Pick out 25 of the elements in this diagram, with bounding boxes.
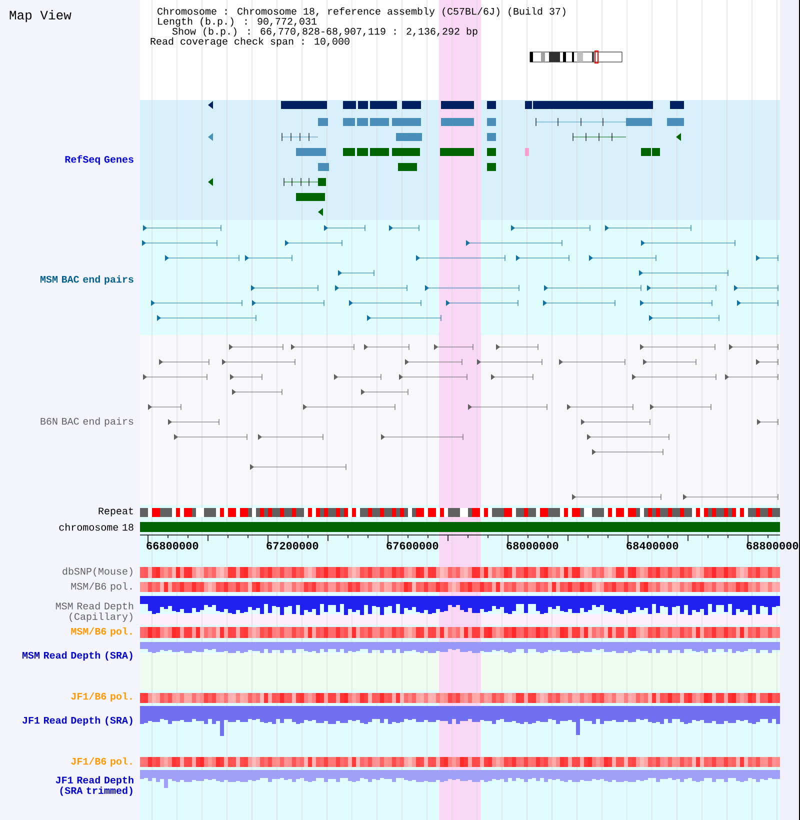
- axis-tick-label: 67200000: [266, 542, 318, 550]
- track-label: chromosome 18: [59, 523, 134, 531]
- axis-tick-label: 68400000: [626, 542, 678, 550]
- header-text: Chromosome : Chromosome 18, reference assembly (C57BL/6J) (Build 37): [158, 7, 566, 17]
- track-label: MSM BAC end pairs: [40, 275, 134, 285]
- header-text: Show (b.p.) : 66,770,828-68,907,119 : 2,136,292 bp: [172, 27, 478, 37]
- track-label: dbSNP(Mouse): [62, 567, 132, 577]
- header-text: Read coverage check span : 10,000: [150, 37, 350, 47]
- track-label: RefSeq Genes: [65, 155, 134, 165]
- track-label: MSM/B6 pol.: [71, 582, 132, 592]
- axis-tick-label: 67600000: [386, 542, 438, 550]
- track-label: JF1 Read Depth (SRA): [22, 716, 132, 726]
- track-label: MSM/B6 pol.: [71, 627, 132, 637]
- axis-tick-label: 66800000: [146, 542, 198, 550]
- track-label: Repeat: [98, 508, 133, 516]
- axis-tick-label: 68000000: [506, 542, 558, 550]
- header-text: Length (b.p.) : 90,772,031: [158, 17, 317, 27]
- track-label: MSM Read Depth (SRA): [22, 651, 132, 661]
- track-label: MSM Read Depth (Capillary): [56, 602, 134, 622]
- track-label: JF1/B6 pol.: [71, 692, 132, 702]
- page-title: Map View: [10, 10, 72, 22]
- axis-tick-label: 68800000: [746, 542, 798, 550]
- track-label: B6N BAC end pairs: [40, 417, 134, 427]
- track-label: JF1/B6 pol.: [71, 757, 132, 767]
- track-label: JF1 Read Depth (SRA trimmed): [56, 776, 134, 796]
